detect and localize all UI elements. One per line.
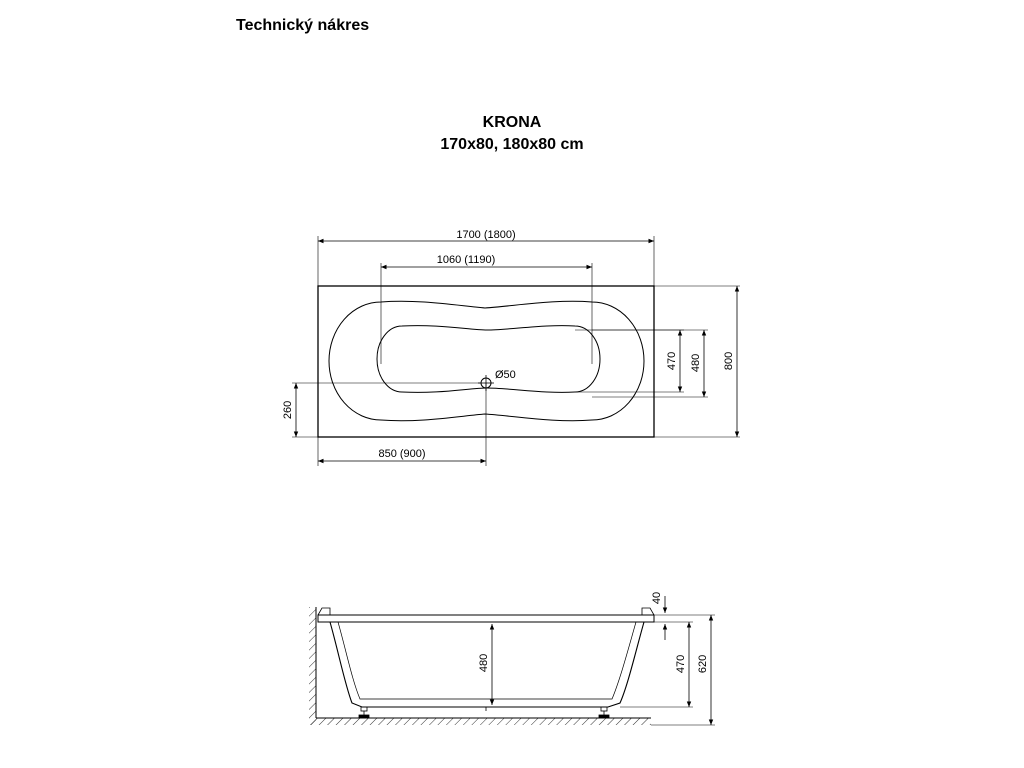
label-drain-offset-x: 850 (900) xyxy=(378,448,425,460)
label-total-height: 620 xyxy=(697,655,709,673)
basin-inner xyxy=(376,325,601,393)
label-inner-depth: 480 xyxy=(478,654,490,672)
top-view xyxy=(292,236,740,466)
label-inner-length: 1060 (1190) xyxy=(437,254,496,266)
product-name: KRONA xyxy=(482,114,542,131)
label-depth: 470 xyxy=(675,655,687,673)
wall-hatch xyxy=(309,607,316,725)
side-view xyxy=(309,596,715,726)
tub-body xyxy=(329,621,645,708)
label-inner-width: 480 xyxy=(690,354,702,372)
floor-hatch xyxy=(309,718,651,725)
tub-rim xyxy=(317,614,655,623)
label-total-width: 800 xyxy=(723,352,735,370)
label-drain-diameter: Ø50 xyxy=(495,369,516,381)
page-title: Technický nákres xyxy=(236,17,370,34)
basin-outer xyxy=(328,300,645,422)
label-rim: 40 xyxy=(651,592,663,604)
label-total-length: 1700 (1800) xyxy=(456,229,515,241)
label-drain-offset-y: 260 xyxy=(282,401,294,419)
tub-feet xyxy=(358,706,610,719)
label-inner-width-small: 470 xyxy=(666,352,678,370)
product-sizes: 170x80, 180x80 cm xyxy=(440,136,584,153)
